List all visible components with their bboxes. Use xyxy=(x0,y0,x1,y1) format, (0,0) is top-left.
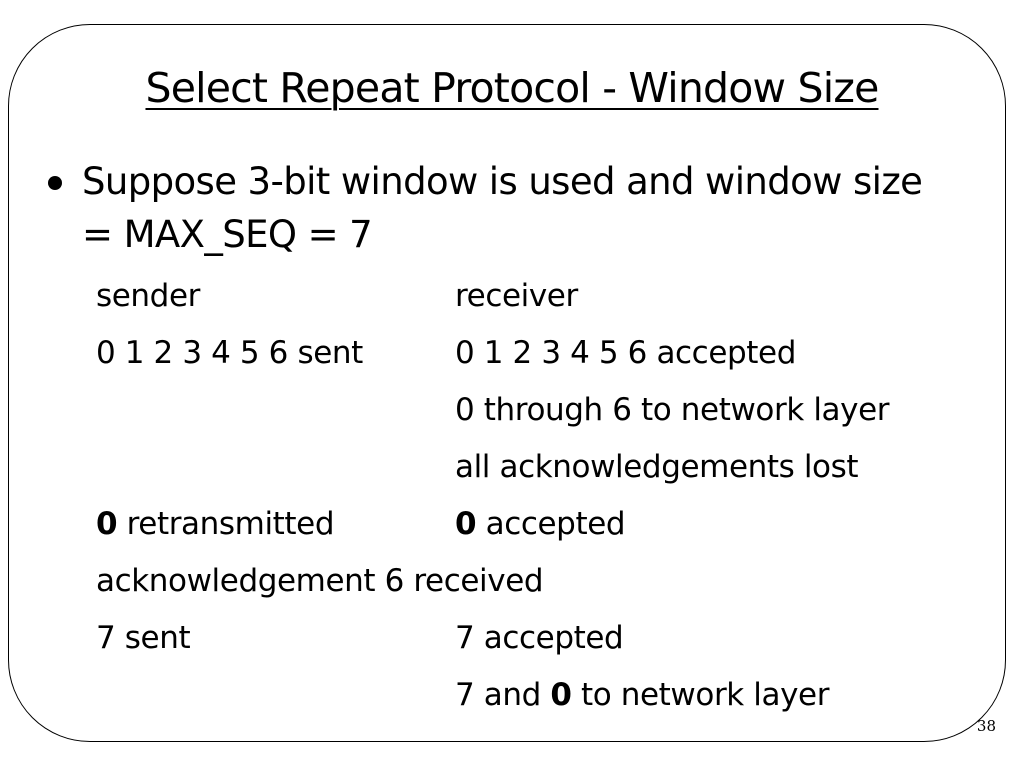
sender-retransmitted: 0 retransmitted xyxy=(96,504,335,544)
retransmit-frame-number: 0 xyxy=(96,506,118,542)
sender-seven-sent: 7 sent xyxy=(96,620,191,656)
final-suffix: to network layer xyxy=(571,677,830,713)
sender-sent-frames: 0 1 2 3 4 5 6 sent xyxy=(96,335,363,371)
slide-title-text: Select Repeat Protocol - Window Size xyxy=(145,64,879,112)
receiver-accepted-duplicate: 0 accepted xyxy=(455,504,626,544)
receiver-final-delivery: 7 and 0 to network layer xyxy=(455,675,829,715)
sender-ack-received: acknowledgement 6 received xyxy=(96,563,544,599)
slide-frame xyxy=(8,24,1006,742)
retransmit-text: retransmitted xyxy=(117,506,335,542)
receiver-seven-accepted: 7 accepted xyxy=(455,620,624,656)
slide-title: Select Repeat Protocol - Window Size xyxy=(0,62,1024,114)
bullet-text: Suppose 3-bit window is used and window … xyxy=(82,160,923,256)
bullet-dot-icon xyxy=(48,176,62,190)
accepted-frame-number: 0 xyxy=(455,506,477,542)
receiver-acks-lost: all acknowledgements lost xyxy=(455,449,859,485)
sender-header: sender xyxy=(96,278,200,314)
page-number: 38 xyxy=(976,717,996,735)
final-frame-number: 0 xyxy=(550,677,572,713)
receiver-network-layer: 0 through 6 to network layer xyxy=(455,392,890,428)
accepted-text: accepted xyxy=(476,506,626,542)
receiver-accepted-frames: 0 1 2 3 4 5 6 accepted xyxy=(455,335,796,371)
receiver-header: receiver xyxy=(455,278,578,314)
final-prefix: 7 and xyxy=(455,677,551,713)
